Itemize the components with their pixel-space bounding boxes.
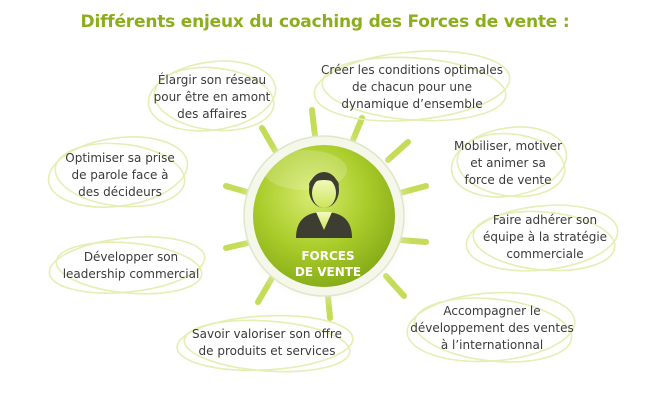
item-label-conditions: Créer les conditions optimales de chacun… <box>306 62 518 113</box>
ring-decoration <box>55 241 203 295</box>
label-line: développement des ventes <box>410 321 574 335</box>
ring-decoration <box>176 314 354 372</box>
label-line: Accompagner le <box>443 304 541 318</box>
item-label-mobiliser: Mobiliser, motiver et animer sa force de… <box>448 138 568 189</box>
ring-decoration <box>456 132 566 198</box>
label-line: dynamique d’ensemble <box>341 97 483 111</box>
label-line: et animer sa <box>470 156 546 170</box>
ring-decoration <box>321 56 507 122</box>
ring-decoration <box>153 66 275 132</box>
diagram-title: Différents enjeux du coaching des Forces… <box>80 12 570 32</box>
label-line: des affaires <box>177 107 247 121</box>
label-line: Savoir valoriser son offre <box>192 327 342 341</box>
hub-label: FORCES DE VENTE <box>268 248 388 280</box>
label-line: commerciale <box>506 247 584 261</box>
label-line: de produits et services <box>198 344 336 358</box>
label-line: des décideurs <box>78 185 162 199</box>
ring-decoration <box>472 210 616 272</box>
label-line: Mobiliser, motiver <box>454 139 562 153</box>
ring-decoration <box>48 236 206 294</box>
item-label-valoriser: Savoir valoriser son offre de produits e… <box>182 326 352 360</box>
label-line: pour être en amont <box>153 90 271 104</box>
label-line: Optimiser sa prise <box>65 151 175 165</box>
rings <box>47 50 619 373</box>
item-label-accompagner: Accompagner le développement des ventes … <box>404 303 580 354</box>
hub-label-line: FORCES <box>301 249 355 263</box>
label-line: force de vente <box>464 173 552 187</box>
ray <box>385 139 411 163</box>
item-label-optimiser: Optimiser sa prise de parole face à des … <box>58 150 182 201</box>
label-line: Créer les conditions optimales <box>321 63 503 77</box>
ring-decoration <box>413 297 573 363</box>
item-label-adherer: Faire adhérer son équipe à la stratégie … <box>470 212 620 263</box>
label-line: Développer son <box>83 250 179 264</box>
ring-decoration <box>450 126 568 198</box>
ring-decoration <box>183 319 351 373</box>
label-line: leadership commercial <box>62 267 200 281</box>
hub-label-line: DE VENTE <box>294 265 362 279</box>
item-label-leadership: Développer son leadership commercial <box>56 249 206 283</box>
label-line: Faire adhérer son <box>492 213 598 227</box>
item-label-reseau: Élargir son réseau pour être en amont de… <box>142 72 282 123</box>
ring-decoration <box>54 142 186 208</box>
person-icon <box>296 172 352 238</box>
label-line: à l’internationnal <box>440 338 544 352</box>
label-line: de chacun pour une <box>352 80 472 94</box>
label-line: Élargir son réseau <box>157 73 267 87</box>
label-line: équipe à la stratégie <box>482 230 608 244</box>
label-line: de parole face à <box>71 168 169 182</box>
